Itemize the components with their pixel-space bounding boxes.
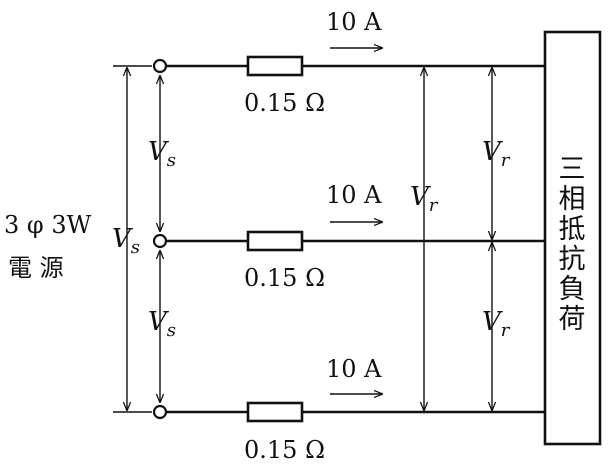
vs-label-upper: Vs — [148, 137, 176, 171]
load-char-5: 負 — [559, 274, 586, 305]
vr-label-lower: Vr — [482, 307, 511, 341]
vr-label-upper: Vr — [482, 137, 511, 171]
source-label-line1: 3 φ 3W — [4, 211, 92, 239]
load-char-6: 荷 — [559, 304, 586, 335]
load-char-1: 三 — [559, 154, 586, 185]
line-middle — [152, 230, 545, 252]
load-char-2: 相 — [559, 184, 586, 215]
load-box — [543, 30, 602, 446]
load-char-3: 抵 — [559, 214, 586, 245]
line-top — [152, 55, 545, 77]
terminal-bottom — [152, 404, 168, 420]
load-label: 三 相 抵 抗 負 荷 — [559, 154, 586, 335]
vr-label-outer: Vr — [410, 182, 439, 216]
resistor-bottom — [246, 401, 304, 423]
current-label-middle: 10 A — [326, 181, 382, 209]
resistor-top — [246, 55, 304, 77]
resistance-label-middle: 0.15 Ω — [244, 264, 325, 292]
vs-label-outer: Vs — [112, 224, 140, 258]
line-bottom — [152, 401, 545, 423]
vs-label-lower: Vs — [148, 307, 176, 341]
current-label-bottom: 10 A — [326, 355, 382, 383]
terminal-middle — [152, 233, 168, 249]
resistor-middle — [246, 230, 304, 252]
current-label-top: 10 A — [326, 8, 382, 36]
resistance-label-top: 0.15 Ω — [244, 89, 325, 117]
source-label-line2: 電 源 — [8, 254, 64, 282]
terminal-top — [152, 58, 168, 74]
load-char-4: 抗 — [559, 244, 586, 275]
resistance-label-bottom: 0.15 Ω — [244, 436, 325, 464]
